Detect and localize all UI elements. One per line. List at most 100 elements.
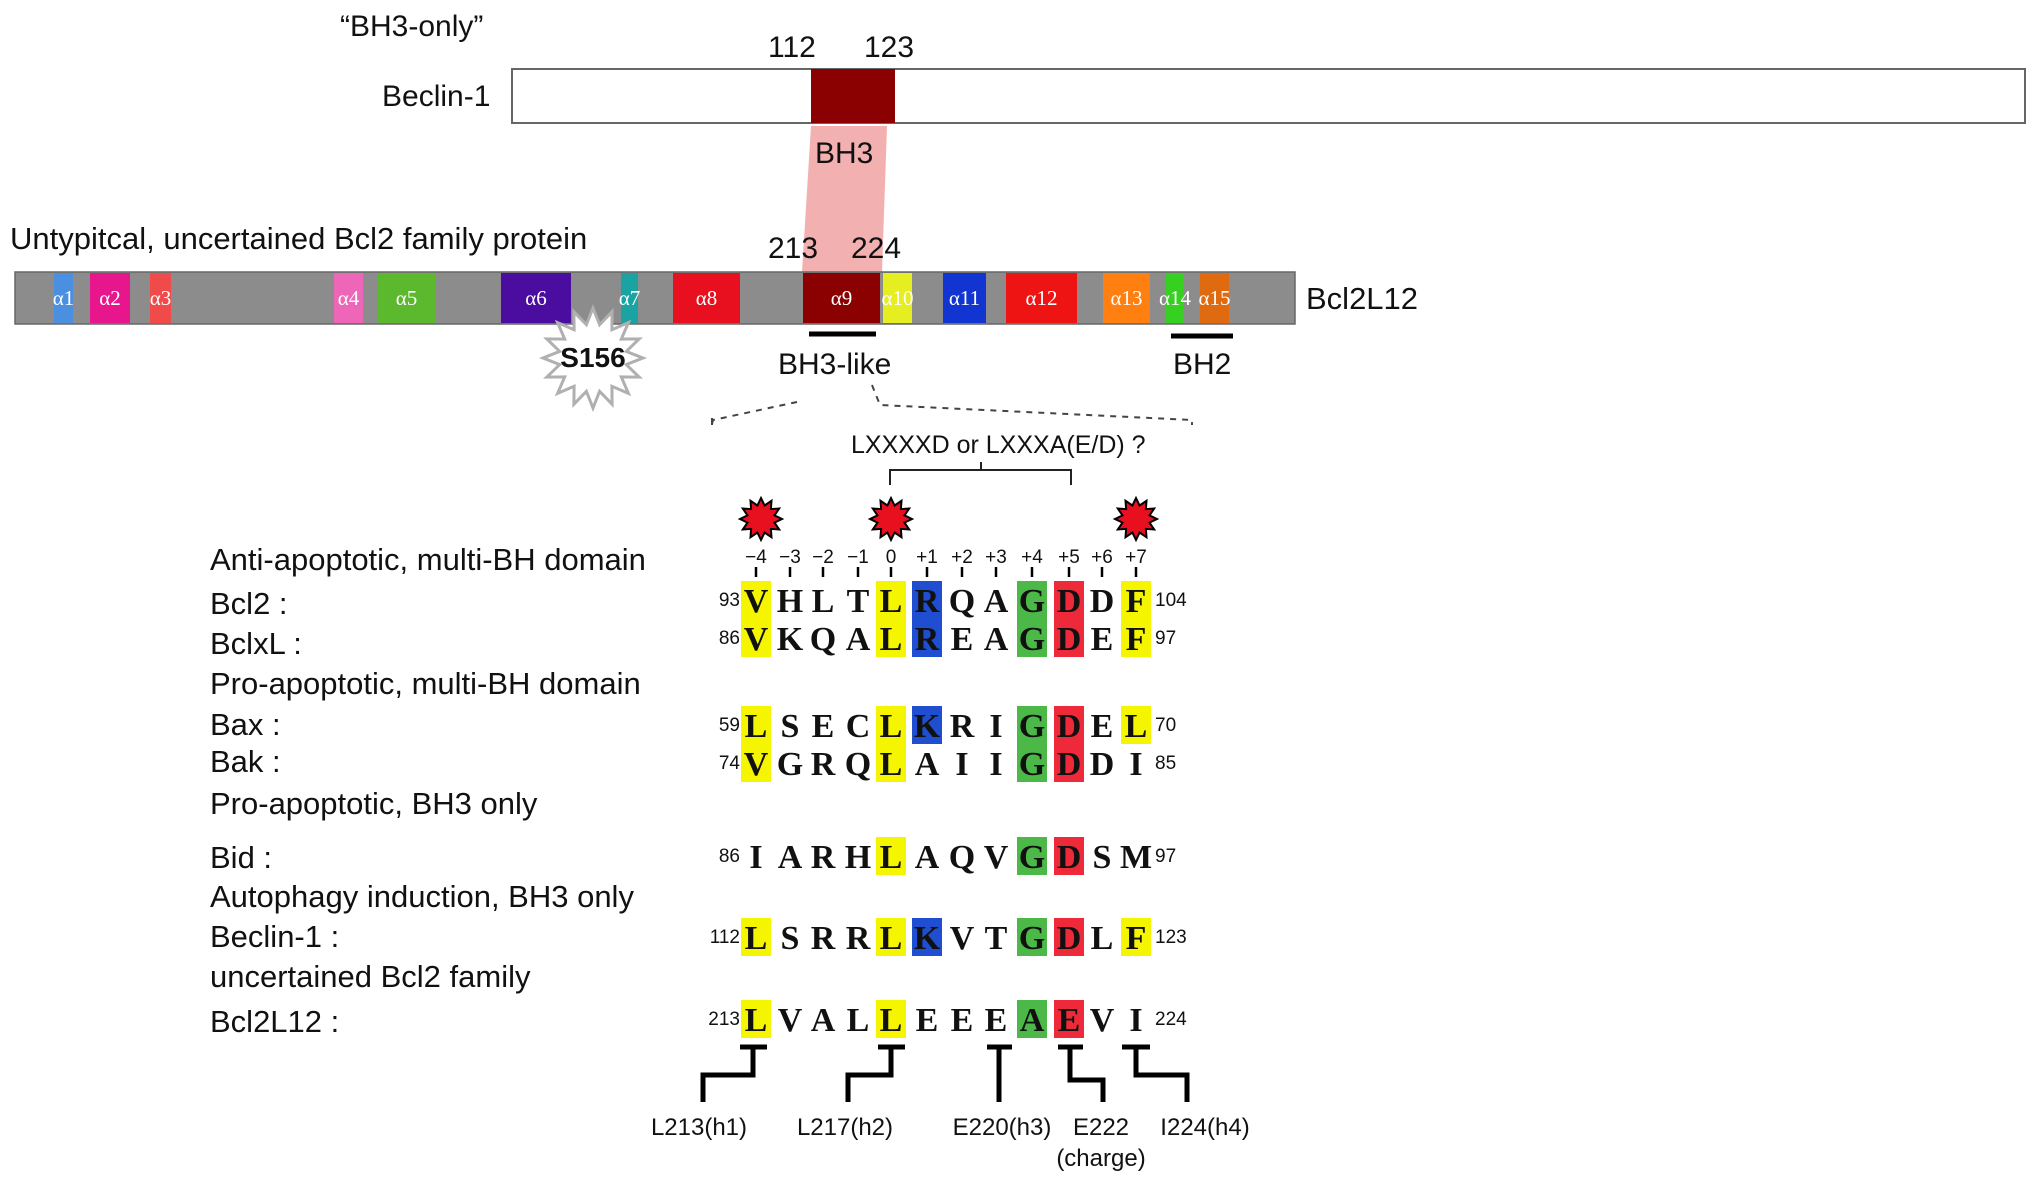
residue-letter: E (985, 1002, 1008, 1039)
annotation-e222: E222 (1073, 1114, 1129, 1141)
sequence-end-number: 97 (1155, 846, 1176, 867)
residue-letter: T (985, 920, 1008, 957)
residue-letter: F (1126, 583, 1147, 620)
residue-letter: G (1019, 746, 1045, 783)
residue-letter: G (1019, 839, 1045, 876)
residue-highlight (1121, 619, 1151, 657)
residue-highlight (876, 918, 906, 956)
residue-letter: L (880, 583, 903, 620)
residue-letter: R (846, 920, 871, 957)
residue-letter: G (1019, 583, 1045, 620)
residue-highlight (876, 619, 906, 657)
residue-highlight (876, 581, 906, 619)
residue-letter: L (745, 920, 768, 957)
residue-letter: V (778, 1002, 803, 1039)
helix-segment (803, 273, 880, 323)
residue-highlight (876, 1000, 906, 1038)
helix-segment (1103, 273, 1150, 323)
s156-label: S156 (560, 342, 625, 373)
beclin-pos-start: 112 (768, 31, 816, 64)
residue-letter: R (811, 839, 836, 876)
bracket-i224-leg (1133, 1047, 1190, 1102)
helix-label: α8 (696, 286, 718, 310)
residue-highlight (876, 744, 906, 782)
residue-letter: A (846, 621, 871, 658)
annotation-charge: (charge) (1056, 1145, 1145, 1172)
helix-label: α13 (1110, 286, 1142, 310)
sequence-start-number: 74 (719, 753, 741, 774)
position-label: −1 (847, 547, 869, 568)
helix-segment (883, 273, 912, 323)
position-label: +7 (1125, 547, 1147, 568)
position-label: −3 (779, 547, 801, 568)
residue-letter: L (812, 583, 835, 620)
residue-letter: V (744, 583, 769, 620)
sequence-end-number: 123 (1155, 927, 1187, 948)
residue-letter: T (847, 583, 870, 620)
residue-highlight (1054, 918, 1084, 956)
residue-highlight (876, 706, 906, 744)
residue-letter: R (811, 920, 836, 957)
helix-segment (673, 273, 740, 323)
helix-label: α1 (53, 286, 75, 310)
sequence-end-number: 104 (1155, 590, 1187, 611)
residue-highlight (1054, 619, 1084, 657)
residue-letter: E (951, 621, 974, 658)
helix-label: α15 (1198, 286, 1230, 310)
residue-highlight (912, 918, 942, 956)
residue-letter: H (777, 583, 803, 620)
group-uncertain: uncertained Bcl2 family (210, 959, 531, 994)
residue-letter: L (1091, 920, 1114, 957)
residue-highlight (741, 581, 771, 619)
residue-highlight (1121, 581, 1151, 619)
bracket-e222-leg (1067, 1047, 1106, 1102)
row-label-bcl2: Bcl2 : (210, 586, 288, 621)
residue-letter: D (1057, 621, 1082, 658)
row-label-bcl2l12: Bcl2L12 : (210, 1004, 339, 1039)
position-label: −2 (812, 547, 834, 568)
residue-highlight (1017, 744, 1047, 782)
row-label-bax: Bax : (210, 707, 281, 742)
residue-letter: A (1020, 1002, 1045, 1039)
residue-letter: S (1093, 839, 1112, 876)
residue-letter: D (1090, 746, 1115, 783)
residue-letter: I (989, 708, 1002, 745)
group-pro-bh3: Pro-apoptotic, BH3 only (210, 786, 538, 821)
residue-letter: A (915, 746, 940, 783)
residue-highlight (1054, 706, 1084, 744)
residue-letter: L (880, 746, 903, 783)
helix-segment (621, 273, 638, 323)
residue-letter: E (1091, 621, 1114, 658)
residue-letter: G (1019, 920, 1045, 957)
residue-highlight (741, 706, 771, 744)
row-label-bak: Bak : (210, 744, 281, 779)
group-anti-apoptotic: Anti-apoptotic, multi-BH domain (210, 542, 646, 577)
position-label: −4 (745, 547, 767, 568)
beclin-label: Beclin-1 (382, 80, 490, 113)
residue-letter: A (778, 839, 803, 876)
residue-letter: D (1057, 583, 1082, 620)
residue-highlight (1017, 619, 1047, 657)
bh3-only-label: “BH3-only” (340, 10, 483, 43)
helix-segment (150, 273, 171, 323)
residue-highlight (741, 1000, 771, 1038)
helix-label: α11 (949, 286, 980, 310)
residue-letter: E (1058, 1002, 1081, 1039)
helix-segment (334, 273, 363, 323)
helix-segment (378, 273, 435, 323)
residue-highlight (1054, 1000, 1084, 1038)
residue-letter: A (984, 621, 1009, 658)
sequence-start-number: 86 (719, 628, 740, 649)
residue-highlight (912, 581, 942, 619)
residue-letter: K (914, 708, 941, 745)
beclin-pos-end: 123 (864, 31, 914, 64)
position-label: +1 (916, 547, 938, 568)
residue-letter: L (880, 621, 903, 658)
sequence-end-number: 97 (1155, 628, 1176, 649)
helix-segment (90, 273, 130, 323)
sequence-end-number: 85 (1155, 753, 1176, 774)
helix-label: α12 (1025, 286, 1057, 310)
residue-letter: S (781, 920, 800, 957)
